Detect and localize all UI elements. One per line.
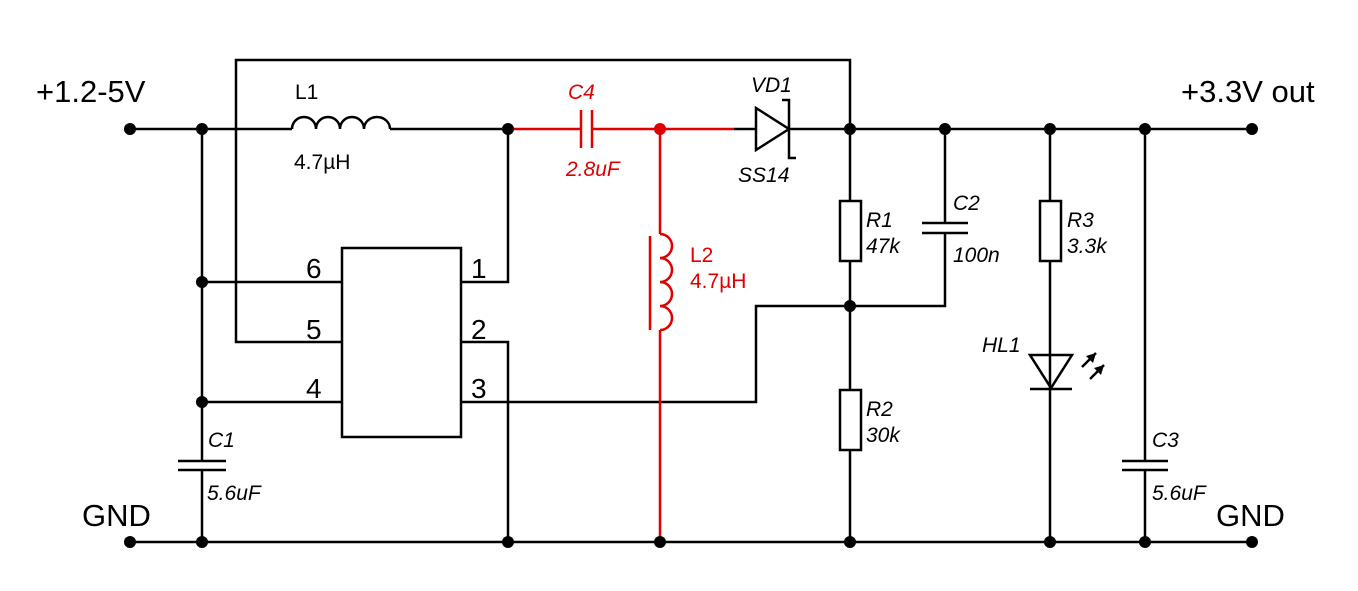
ic-body	[340, 246, 463, 439]
r1-ref: R1	[866, 209, 893, 232]
ic-pin-6: 6	[306, 253, 322, 284]
capacitor-c2	[922, 221, 968, 235]
c2-ref: C2	[953, 192, 980, 215]
r3-value: 3.3k	[1067, 235, 1108, 258]
resistor-r1	[838, 199, 863, 263]
capacitor-c4	[579, 110, 594, 148]
ic-pin-2: 2	[471, 314, 487, 345]
r2-value: 30k	[866, 424, 901, 447]
ic-pin-4: 4	[306, 373, 322, 404]
ic-pin-1: 1	[471, 253, 487, 284]
vin-label: +1.2-5V	[36, 74, 146, 109]
hl1-ref: HL1	[982, 334, 1021, 357]
vd1-ref: VD1	[751, 74, 792, 97]
diode-vd1	[734, 98, 796, 160]
l1-ref: L1	[295, 81, 318, 104]
l2-ref: L2	[690, 244, 713, 267]
c1-value: 5.6uF	[207, 482, 262, 505]
inductor-l1	[290, 115, 392, 130]
wires	[130, 58, 1252, 544]
resistor-r3	[1038, 199, 1063, 263]
resistor-r2	[838, 388, 863, 452]
junction-dots	[124, 123, 1258, 548]
vout-label: +3.3V out	[1181, 74, 1315, 109]
c4-ref: C4	[568, 81, 595, 104]
capacitor-c3	[1122, 459, 1168, 472]
gnd-left-label: GND	[82, 498, 151, 533]
gnd-right-label: GND	[1216, 498, 1285, 533]
c3-value: 5.6uF	[1152, 482, 1207, 505]
c1-ref: C1	[208, 429, 235, 452]
c2-value: 100n	[953, 244, 1000, 267]
r1-value: 47k	[866, 235, 901, 258]
ic-pin-5: 5	[306, 314, 322, 345]
r3-ref: R3	[1067, 209, 1094, 232]
l1-value: 4.7µH	[294, 151, 350, 174]
l2-value: 4.7µH	[690, 270, 746, 293]
led-hl1	[1027, 352, 1105, 391]
vd1-value: SS14	[738, 164, 789, 187]
capacitor-c1	[178, 459, 226, 472]
ic-pin-3: 3	[471, 373, 487, 404]
c4-value: 2.8uF	[565, 158, 621, 181]
inductor-l2	[648, 232, 674, 332]
highlighted-wires	[508, 127, 734, 542]
r2-ref: R2	[866, 398, 893, 421]
c3-ref: C3	[1152, 429, 1179, 452]
